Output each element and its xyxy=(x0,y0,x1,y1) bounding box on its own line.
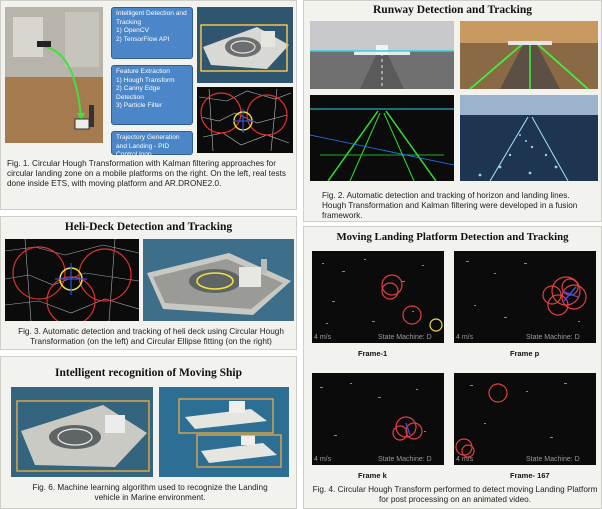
fig1-caption: Fig. 1. Circular Hough Transformation wi… xyxy=(7,159,286,188)
fig4-frame-k-state: State Machine: D xyxy=(378,456,432,463)
fig3-title: Heli-Deck Detection and Tracking xyxy=(64,221,233,233)
fig1-feature-item-1: 1) Hough Transform xyxy=(116,76,175,84)
fig4-frame-k-image: 4 m/s State Machine: D xyxy=(312,373,444,465)
fig6-title: Intelligent recognition of Moving Ship xyxy=(55,367,242,379)
fig1-ship-photo xyxy=(197,7,293,83)
fig4-frame-167-state: State Machine: D xyxy=(526,456,580,463)
fig4-frame-167-image: 4 m/s State Machine: D xyxy=(454,373,596,465)
fig1-detection-box: Intelligent Detection and Tracking 1) Op… xyxy=(111,7,193,59)
fig6-ship-photo-1 xyxy=(11,387,153,477)
fig1-feature-title: Feature Extraction xyxy=(116,68,170,75)
fig3-ship-photo xyxy=(143,239,294,321)
fig1-detection-title: Intelligent Detection and Tracking xyxy=(116,10,187,26)
fig4-frame-p-image: 4 m/s State Machine: D xyxy=(454,251,596,343)
fig4-caption: Fig. 4. Circular Hough Transform perform… xyxy=(312,485,598,504)
fig4-frame-167-label: Frame- 167 xyxy=(510,471,550,480)
fig1-feature-item-3: 3) Particle Filter xyxy=(116,102,163,110)
fig2-title: Runway Detection and Tracking xyxy=(373,4,532,16)
fig2-panel: Runway Detection and Tracking xyxy=(303,0,602,222)
fig4-panel: Moving Landing Platform Detection and Tr… xyxy=(303,226,602,509)
fig4-frame-1-image: 4 m/s State Machine: D xyxy=(312,251,444,343)
fig1-feature-box: Feature Extraction 1) Hough Transform 2)… xyxy=(111,65,193,125)
fig4-frame-p-speed: 4 m/s xyxy=(456,334,474,341)
fig4-frame-1-state: State Machine: D xyxy=(378,334,432,341)
fig4-frame-p-state: State Machine: D xyxy=(526,334,580,341)
fig4-frame-k-label: Frame k xyxy=(358,471,387,480)
fig3-panel: Heli-Deck Detection and Tracking xyxy=(0,216,297,350)
fig3-edge-image xyxy=(5,239,139,321)
fig2-runway-photo-2 xyxy=(460,21,598,89)
fig6-caption: Fig. 6. Machine learning algorithm used … xyxy=(32,483,268,502)
fig2-runway-lines xyxy=(310,95,454,181)
fig1-panel: Intelligent Detection and Tracking 1) Op… xyxy=(0,0,297,210)
fig4-frame-k-speed: 4 m/s xyxy=(314,456,332,463)
fig6-panel: Intelligent recognition of Moving Ship F… xyxy=(0,356,297,509)
fig4-frame-167-speed: 4 m/s xyxy=(456,456,474,463)
fig1-gym-photo xyxy=(5,7,103,143)
fig4-frame-p-label: Frame p xyxy=(510,349,540,358)
fig1-detection-item-2: 2) TensorFlow API xyxy=(116,35,170,43)
fig6-ship-photo-2 xyxy=(159,387,289,477)
fig2-runway-night xyxy=(460,95,598,181)
fig2-runway-photo-1 xyxy=(310,21,454,89)
fig1-feature-item-2: 2) Canny Edge Detection xyxy=(116,85,160,101)
fig4-frame-1-speed: 4 m/s xyxy=(314,334,332,341)
fig1-trajectory-text: Trajectory Generation and Landing - PID … xyxy=(116,134,180,159)
fig4-frame-1-label: Frame-1 xyxy=(358,349,388,358)
fig1-edge-image xyxy=(197,87,293,153)
fig1-trajectory-box: Trajectory Generation and Landing - PID … xyxy=(111,131,193,158)
fig3-caption: Fig. 3. Automatic detection and tracking… xyxy=(18,327,284,346)
fig2-caption: Fig. 2. Automatic detection and tracking… xyxy=(322,191,578,220)
fig1-detection-item-1: 1) OpenCV xyxy=(116,27,149,35)
fig4-title: Moving Landing Platform Detection and Tr… xyxy=(336,231,569,243)
